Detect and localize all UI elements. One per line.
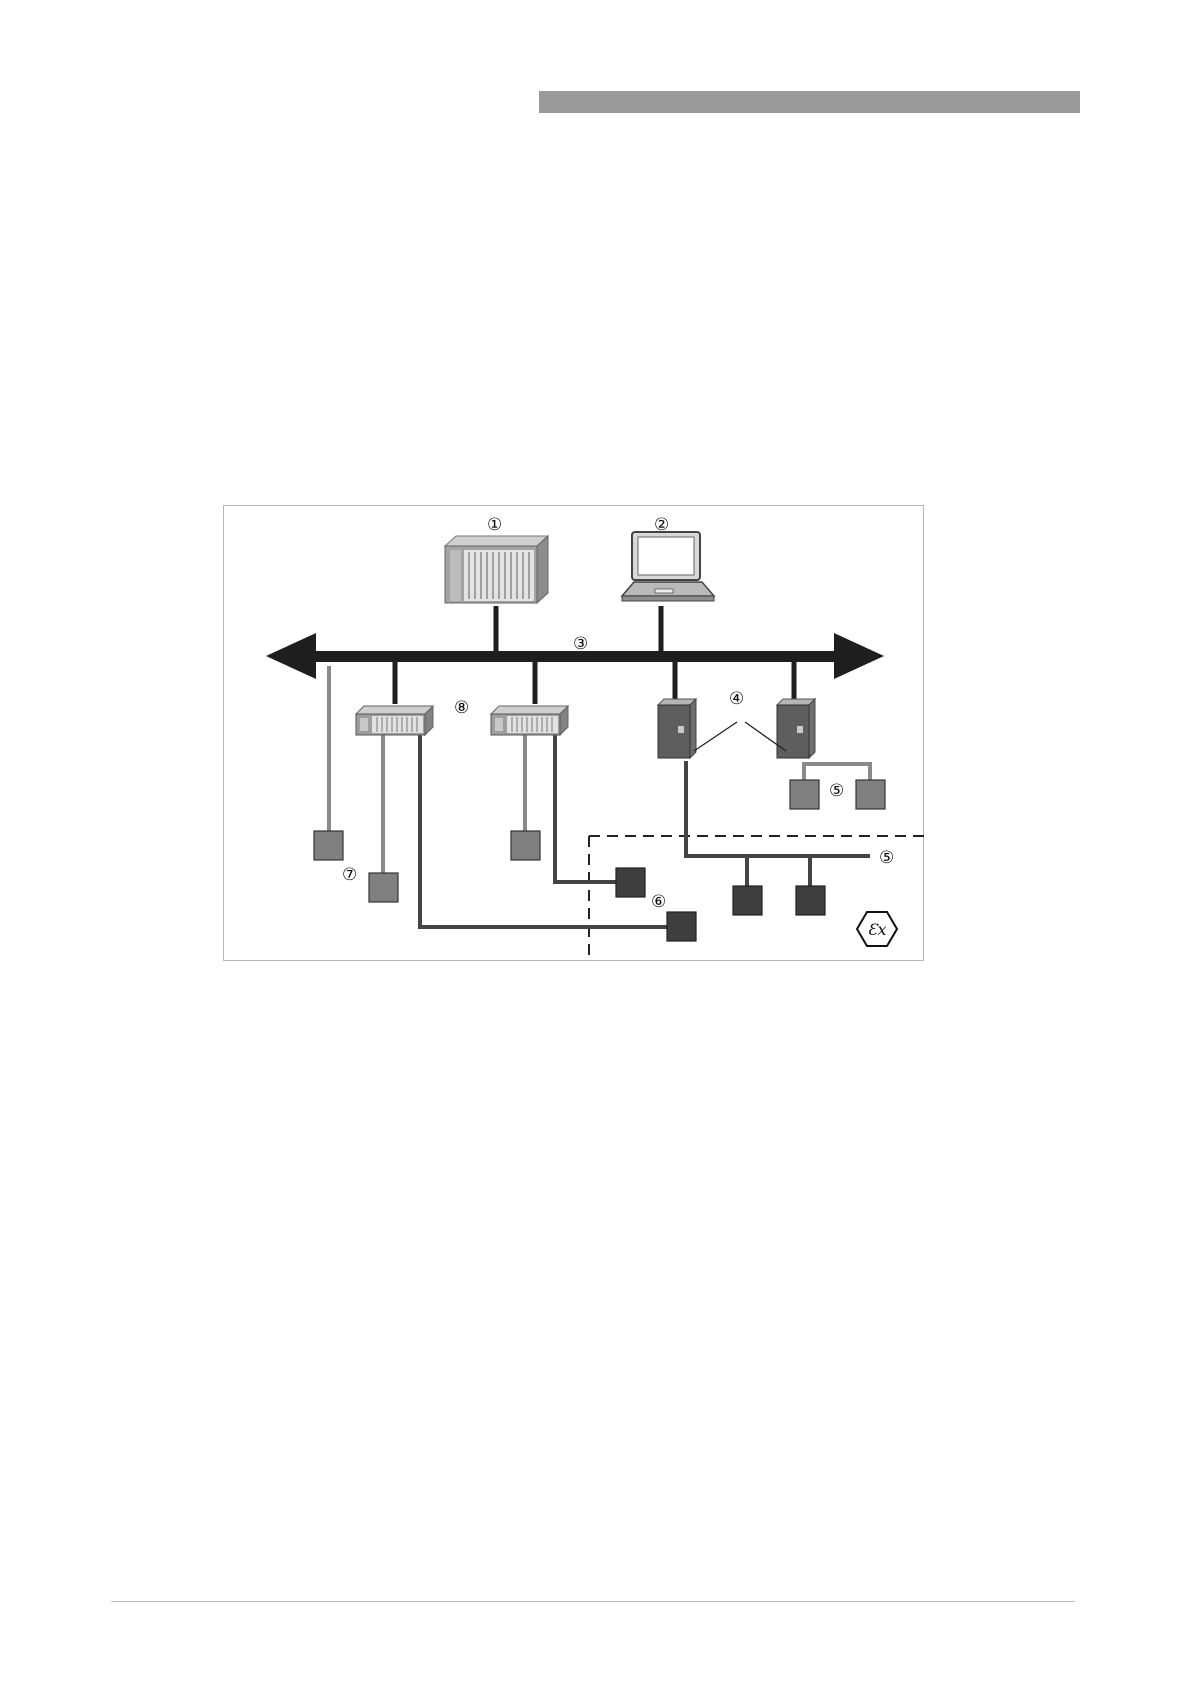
callout-4: ④ (729, 689, 744, 709)
laptop-icon (622, 532, 714, 601)
callout-6: ⑥ (651, 892, 666, 912)
field-device (796, 886, 825, 915)
field-device (314, 831, 343, 860)
callout-5a: ⑤ (829, 781, 844, 801)
callout-1: ① (487, 515, 502, 535)
field-device (667, 912, 696, 941)
field-devices-dark (616, 868, 825, 941)
field-device (790, 780, 819, 809)
field-device (733, 886, 762, 915)
header-bar (539, 91, 1080, 113)
cable-io2-dark (555, 733, 616, 882)
network-diagram-frame: Ɛx ① ② ③ ④ ⑤ ⑤ ⑥ ⑦ ⑧ (223, 505, 924, 961)
field-device (369, 873, 398, 902)
remote-io-module-2 (491, 706, 568, 735)
callout-8: ⑧ (454, 698, 469, 718)
ex-hazardous-area-icon: Ɛx (857, 912, 897, 946)
callout-5b: ⑤ (879, 848, 894, 868)
callout-4-leaders (694, 722, 786, 751)
callout-2: ② (654, 515, 669, 535)
remote-io-module-1 (356, 706, 433, 735)
control-cabinet-icon (445, 536, 548, 603)
segment-coupler-1 (658, 699, 696, 758)
svg-text:Ɛx: Ɛx (868, 920, 887, 939)
field-device (856, 780, 885, 809)
cable-io1-dark (420, 733, 667, 927)
callout-7: ⑦ (342, 865, 357, 885)
callout-3: ③ (573, 634, 588, 654)
network-diagram: Ɛx ① ② ③ ④ ⑤ ⑤ ⑥ ⑦ ⑧ (224, 506, 925, 962)
cable-5-bottom (686, 761, 870, 856)
footer-rule (111, 1601, 1075, 1602)
field-device (616, 868, 645, 897)
field-device (511, 831, 540, 860)
cable-5-top (804, 764, 870, 780)
